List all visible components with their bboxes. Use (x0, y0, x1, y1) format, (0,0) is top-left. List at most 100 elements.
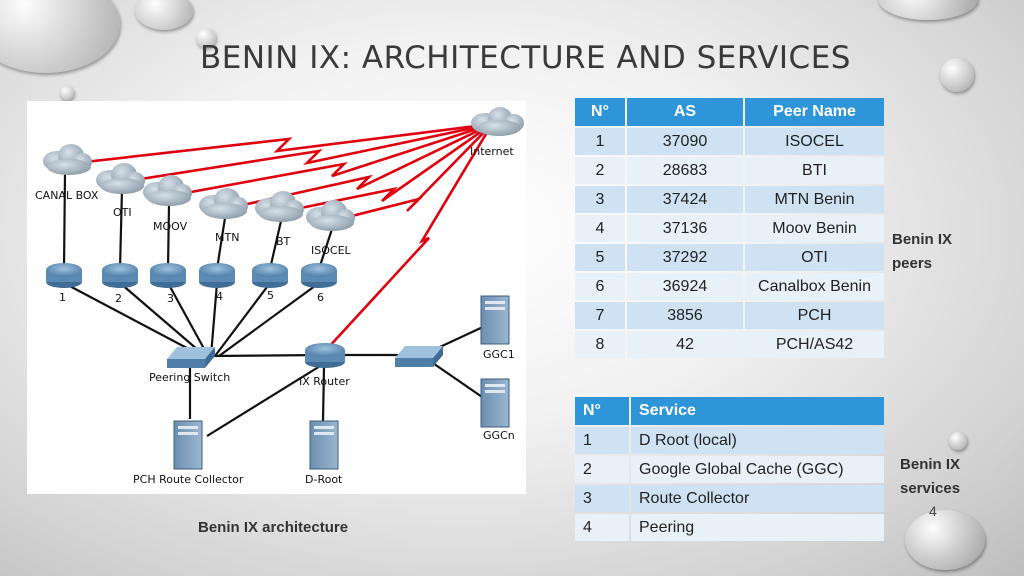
cloud-label-isocel: ISOCEL (311, 244, 352, 257)
water-drop-decoration (905, 510, 985, 570)
router-icon (301, 263, 337, 288)
cell-as: 37090 (627, 128, 743, 155)
isp-labels: CANAL BOX OTI MOOV MTN BT ISOCEL (35, 189, 352, 257)
water-drop-decoration (135, 0, 193, 30)
services-side-label-line1: Benin IX (900, 456, 961, 473)
router-icon (150, 263, 186, 288)
network-diagram-svg: Internet CANAL BOX OTI MOOV MTN BT ISOCE… (35, 107, 524, 486)
cell-peer-name: OTI (745, 244, 884, 271)
router-label-1: 1 (59, 291, 66, 304)
cell-as: 3856 (627, 302, 743, 329)
server-icon (480, 295, 510, 345)
cell-number: 2 (575, 456, 629, 483)
uplink-isocel (331, 123, 493, 223)
server-icon (309, 420, 339, 470)
cell-as: 37424 (627, 186, 743, 213)
cell-as: 36924 (627, 273, 743, 300)
peers-side-label-line2: peers (892, 255, 933, 272)
cloud-icon (143, 175, 192, 206)
cell-peer-name: PCH/AS42 (745, 331, 884, 358)
slide-number: 4 (929, 503, 937, 519)
uplink-oti (121, 122, 493, 184)
column-header-peer-name: Peer Name (745, 98, 884, 126)
water-drop-decoration (940, 58, 974, 92)
cell-number: 8 (575, 331, 625, 358)
ggcn-label: GGCn (483, 429, 515, 442)
cloud-label-canalbox: CANAL BOX (35, 189, 99, 202)
water-drop-decoration (196, 28, 216, 48)
cell-service: Google Global Cache (GGC) (631, 456, 884, 483)
uplink-mtn (224, 122, 493, 211)
cell-as: 37136 (627, 215, 743, 242)
peering-switch-label: Peering Switch (149, 371, 230, 384)
water-drop-decoration (60, 86, 74, 100)
cell-number: 1 (575, 128, 625, 155)
cell-number: 5 (575, 244, 625, 271)
cell-peer-name: Moov Benin (745, 215, 884, 242)
cell-number: 4 (575, 215, 625, 242)
server-icon (480, 378, 510, 428)
cell-peer-name: ISOCEL (745, 128, 884, 155)
isp-clouds (43, 144, 355, 231)
cell-peer-name: BTI (745, 157, 884, 184)
ix-router-label: IX Router (299, 375, 350, 388)
column-header-as: AS (627, 98, 743, 126)
water-drop-decoration (949, 432, 967, 450)
router-icon (252, 263, 288, 288)
isp-uplinks (66, 122, 494, 350)
switch-icon (167, 347, 215, 368)
peers-side-label: Benin IX peers (892, 228, 952, 276)
cloud-label-mtn: MTN (215, 231, 239, 244)
water-drop-decoration (878, 0, 978, 20)
column-header-number: N° (575, 98, 625, 126)
switch-icon (395, 346, 443, 367)
cloud-icon (199, 188, 248, 219)
router-labels: 1 2 3 4 5 6 (59, 289, 324, 305)
internet-cloud-icon (471, 107, 524, 136)
uplink-ix-router (326, 123, 494, 350)
peers-side-label-line1: Benin IX (892, 231, 953, 248)
router-icon (46, 263, 82, 288)
cloud-icon (306, 200, 355, 231)
uplink-canalbox (66, 122, 493, 166)
cell-as: 28683 (627, 157, 743, 184)
router-label-6: 6 (317, 291, 324, 304)
column-header-number: N° (575, 397, 629, 425)
uplink-moov (168, 122, 493, 198)
cell-number: 6 (575, 273, 625, 300)
router-icon (305, 343, 345, 368)
cell-peer-name: PCH (745, 302, 884, 329)
water-drop-decoration (0, 0, 120, 73)
services-side-label-line2: services (900, 480, 961, 497)
router-icon (199, 263, 235, 288)
router-icon (102, 263, 138, 288)
cell-as: 37292 (627, 244, 743, 271)
cloud-icon (43, 144, 92, 175)
peer-routers (46, 263, 337, 288)
cloud-icon (255, 191, 304, 222)
cell-number: 3 (575, 186, 625, 213)
cell-service: D Root (local) (631, 427, 884, 454)
router-label-4: 4 (216, 290, 223, 303)
d-root-label: D-Root (305, 473, 343, 486)
cloud-label-bt: BT (276, 235, 291, 248)
cell-number: 4 (575, 514, 629, 541)
cell-number: 3 (575, 485, 629, 512)
cell-service: Peering (631, 514, 884, 541)
ggc1-label: GGC1 (483, 348, 515, 361)
cell-peer-name: MTN Benin (745, 186, 884, 213)
cell-as: 42 (627, 331, 743, 358)
router-label-5: 5 (267, 289, 274, 302)
server-icon (173, 420, 203, 470)
